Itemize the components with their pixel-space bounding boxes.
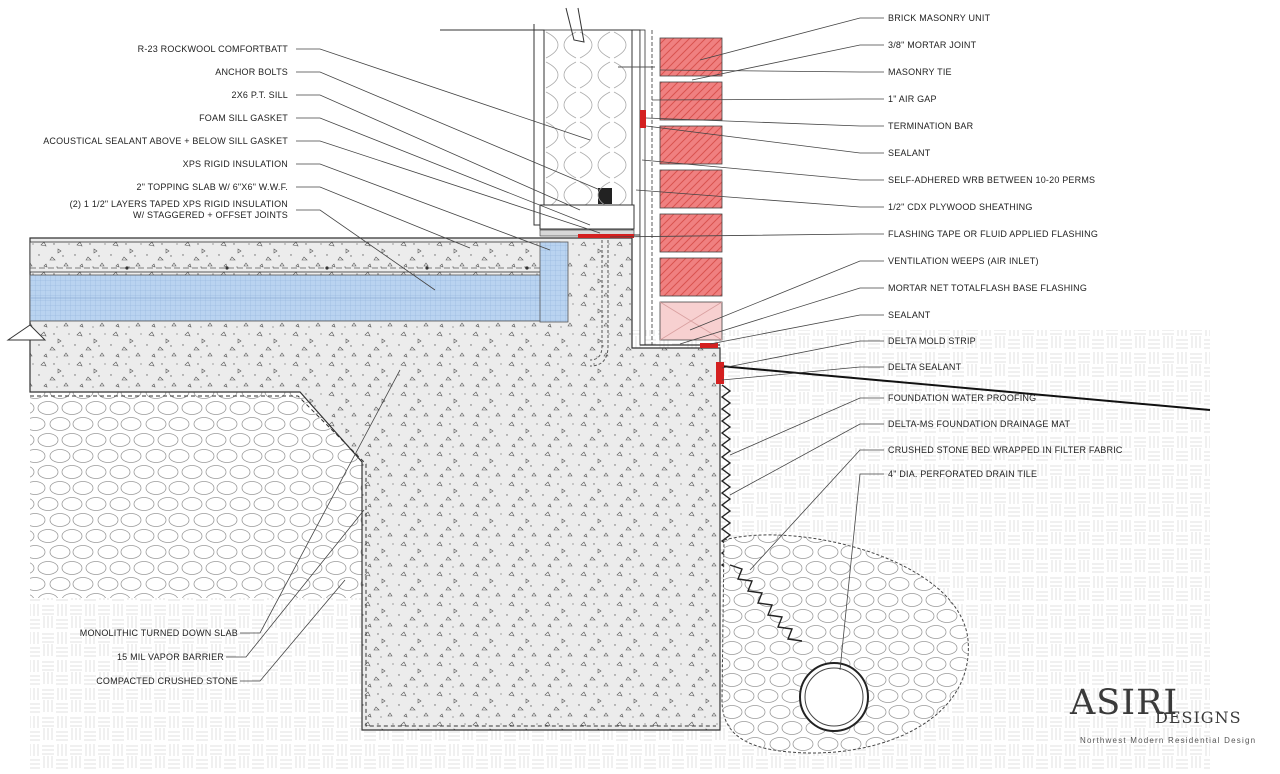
drainage-mat [720,384,732,572]
label-waterproofing: FOUNDATION WATER PROOFING [888,393,1037,403]
insulation-batt [543,29,633,206]
label-topping-slab: 2" TOPPING SLAB W/ 6"X6" W.W.F. [136,182,288,192]
label-anchor-bolts: ANCHOR BOLTS [215,67,288,77]
label-monolithic-slab: MONOLITHIC TURNED DOWN SLAB [79,628,238,638]
label-xps-rigid: XPS RIGID INSULATION [182,159,288,169]
brand-logo-name: ASIRI [1070,683,1179,723]
label-flashing-tape: FLASHING TAPE OR FLUID APPLIED FLASHING [888,229,1099,239]
sill-plate [539,204,635,230]
label-mold-strip: DELTA MOLD STRIP [888,336,976,346]
label-xps-layers: (2) 1 1/2" LAYERS TAPED XPS RIGID INSULA… [69,199,288,209]
label-sealant-lower: SEALANT [888,310,931,320]
label-delta-sealant: DELTA SEALANT [888,362,962,372]
brick-veneer [659,37,723,341]
label-foam-sill-gasket: FOAM SILL GASKET [199,113,288,123]
label-plywood: 1/2" CDX PLYWOOD SHEATHING [888,202,1033,212]
label-masonry-tie: MASONRY TIE [888,67,952,77]
label-vapor-barrier: 15 MIL VAPOR BARRIER [116,652,224,662]
brand-tagline: Northwest Modern Residential Design [1080,736,1257,745]
label-drainage-mat: DELTA-MS FOUNDATION DRAINAGE MAT [888,419,1071,429]
drain-tile [799,662,869,732]
left-leaders [226,48,601,682]
flashing-tape [578,234,634,238]
label-termination-bar: TERMINATION BAR [888,121,974,131]
label-weeps: VENTILATION WEEPS (AIR INLET) [888,256,1039,266]
label-mortar-joint: 3/8" MORTAR JOINT [888,40,977,50]
right-leaders [609,17,884,671]
vapor-barrier [30,395,716,727]
label-xps-joints: W/ STAGGERED + OFFSET JOINTS [132,210,288,220]
label-sealant-upper: SEALANT [888,148,931,158]
label-wrb: SELF-ADHERED WRB BETWEEN 10-20 PERMS [888,175,1096,185]
label-stone-bed: CRUSHED STONE BED WRAPPED IN FILTER FABR… [888,445,1123,455]
label-air-gap: 1" AIR GAP [888,94,937,104]
label-rockwool: R-23 ROCKWOOL COMFORTBATT [137,44,288,54]
label-brick: BRICK MASONRY UNIT [888,13,991,23]
brand-logo-sub: DESIGNS [1155,708,1242,727]
label-mortar-net: MORTAR NET TOTALFLASH BASE FLASHING [888,283,1088,293]
label-crushed-stone: COMPACTED CRUSHED STONE [96,676,238,686]
monolithic-slab [29,237,721,731]
grade-line [719,365,1211,411]
wwf-dots [125,266,529,270]
label-acoustical-sealant: ACOUSTICAL SEALANT ABOVE + BELOW SILL GA… [43,136,288,146]
label-drain-tile: 4" DIA. PERFORATED DRAIN TILE [888,469,1038,479]
label-sill: 2X6 P.T. SILL [231,90,288,100]
